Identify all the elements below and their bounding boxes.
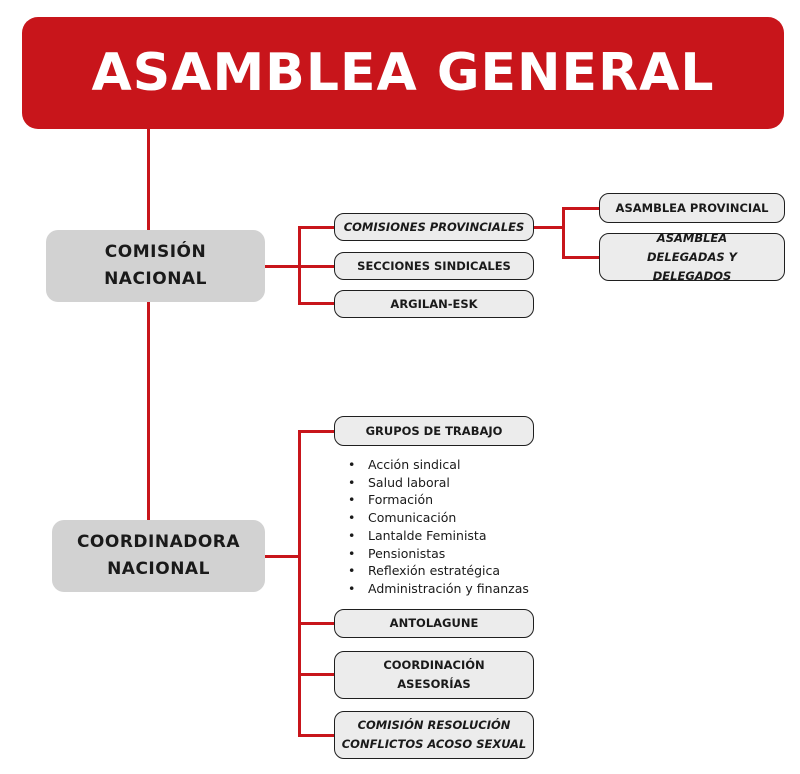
argilan-esk-node: ARGILAN-ESK [334, 290, 534, 318]
connector-coord-out [264, 555, 301, 558]
comision-nacional-label: COMISIÓN NACIONAL [104, 242, 207, 289]
comisiones-provinciales-label: COMISIONES PROVINCIALES [343, 219, 525, 234]
comision-acoso-sexual-node: COMISIÓN RESOLUCIÓN CONFLICTOS ACOSO SEX… [334, 711, 534, 759]
comision-nacional-box: COMISIÓN NACIONAL [46, 230, 265, 302]
argilan-esk-label: ARGILAN-ESK [390, 296, 478, 311]
header-title: ASAMBLEA GENERAL [91, 43, 715, 103]
connector-coord-to-grupos [298, 430, 334, 433]
grupos-de-trabajo-label: GRUPOS DE TRABAJO [365, 423, 503, 438]
connector-coord-to-acoso [298, 734, 334, 737]
asamblea-provincial-label: ASAMBLEA PROVINCIAL [615, 200, 769, 215]
list-item: Lantalde Feminista [348, 527, 529, 545]
list-item: Salud laboral [348, 474, 529, 492]
connector-cn-to-argilan [298, 302, 334, 305]
comision-acoso-sexual-label: COMISIÓN RESOLUCIÓN CONFLICTOS ACOSO SEX… [341, 718, 527, 751]
list-item: Reflexión estratégica [348, 562, 529, 580]
comisiones-provinciales-node: COMISIONES PROVINCIALES [334, 213, 534, 241]
coordinadora-nacional-box: COORDINADORA NACIONAL [52, 520, 265, 592]
connector-prov-to-asamblea-provincial [562, 207, 599, 210]
grupos-de-trabajo-node: GRUPOS DE TRABAJO [334, 416, 534, 446]
connector-prov-vertical [562, 207, 565, 259]
list-item: Administración y finanzas [348, 580, 529, 598]
secciones-sindicales-label: SECCIONES SINDICALES [357, 258, 511, 273]
connector-coord-vertical [298, 430, 301, 737]
connector-coord-to-antolagune [298, 622, 334, 625]
antolagune-label: ANTOLAGUNE [389, 616, 479, 630]
list-item: Acción sindical [348, 456, 529, 474]
coordinadora-nacional-label: COORDINADORA NACIONAL [76, 532, 241, 579]
connector-cn-out [264, 265, 301, 268]
coordinacion-asesorias-node: COORDINACIÓN ASESORÍAS [334, 651, 534, 699]
connector-cn-to-secciones [298, 265, 334, 268]
list-item: Pensionistas [348, 545, 529, 563]
secciones-sindicales-node: SECCIONES SINDICALES [334, 252, 534, 280]
connector-cn-to-provinciales [298, 226, 334, 229]
asamblea-general-header: ASAMBLEA GENERAL [22, 17, 784, 129]
asamblea-provincial-node: ASAMBLEA PROVINCIAL [599, 193, 785, 223]
connector-coord-to-asesorias [298, 673, 334, 676]
connector-prov-to-asamblea-delegadas [562, 256, 599, 259]
grupos-de-trabajo-list: Acción sindical Salud laboral Formación … [348, 456, 529, 598]
coordinacion-asesorias-label: COORDINACIÓN ASESORÍAS [383, 658, 485, 691]
connector-main-trunk [147, 128, 150, 521]
connector-prov-out [533, 226, 565, 229]
asamblea-delegadas-node: ASAMBLEA DELEGADAS Y DELEGADOS [599, 231, 785, 283]
antolagune-node: ANTOLAGUNE [334, 609, 534, 638]
asamblea-delegadas-label: ASAMBLEA DELEGADAS Y DELEGADOS [647, 230, 737, 283]
list-item: Comunicación [348, 509, 529, 527]
list-item: Formación [348, 491, 529, 509]
